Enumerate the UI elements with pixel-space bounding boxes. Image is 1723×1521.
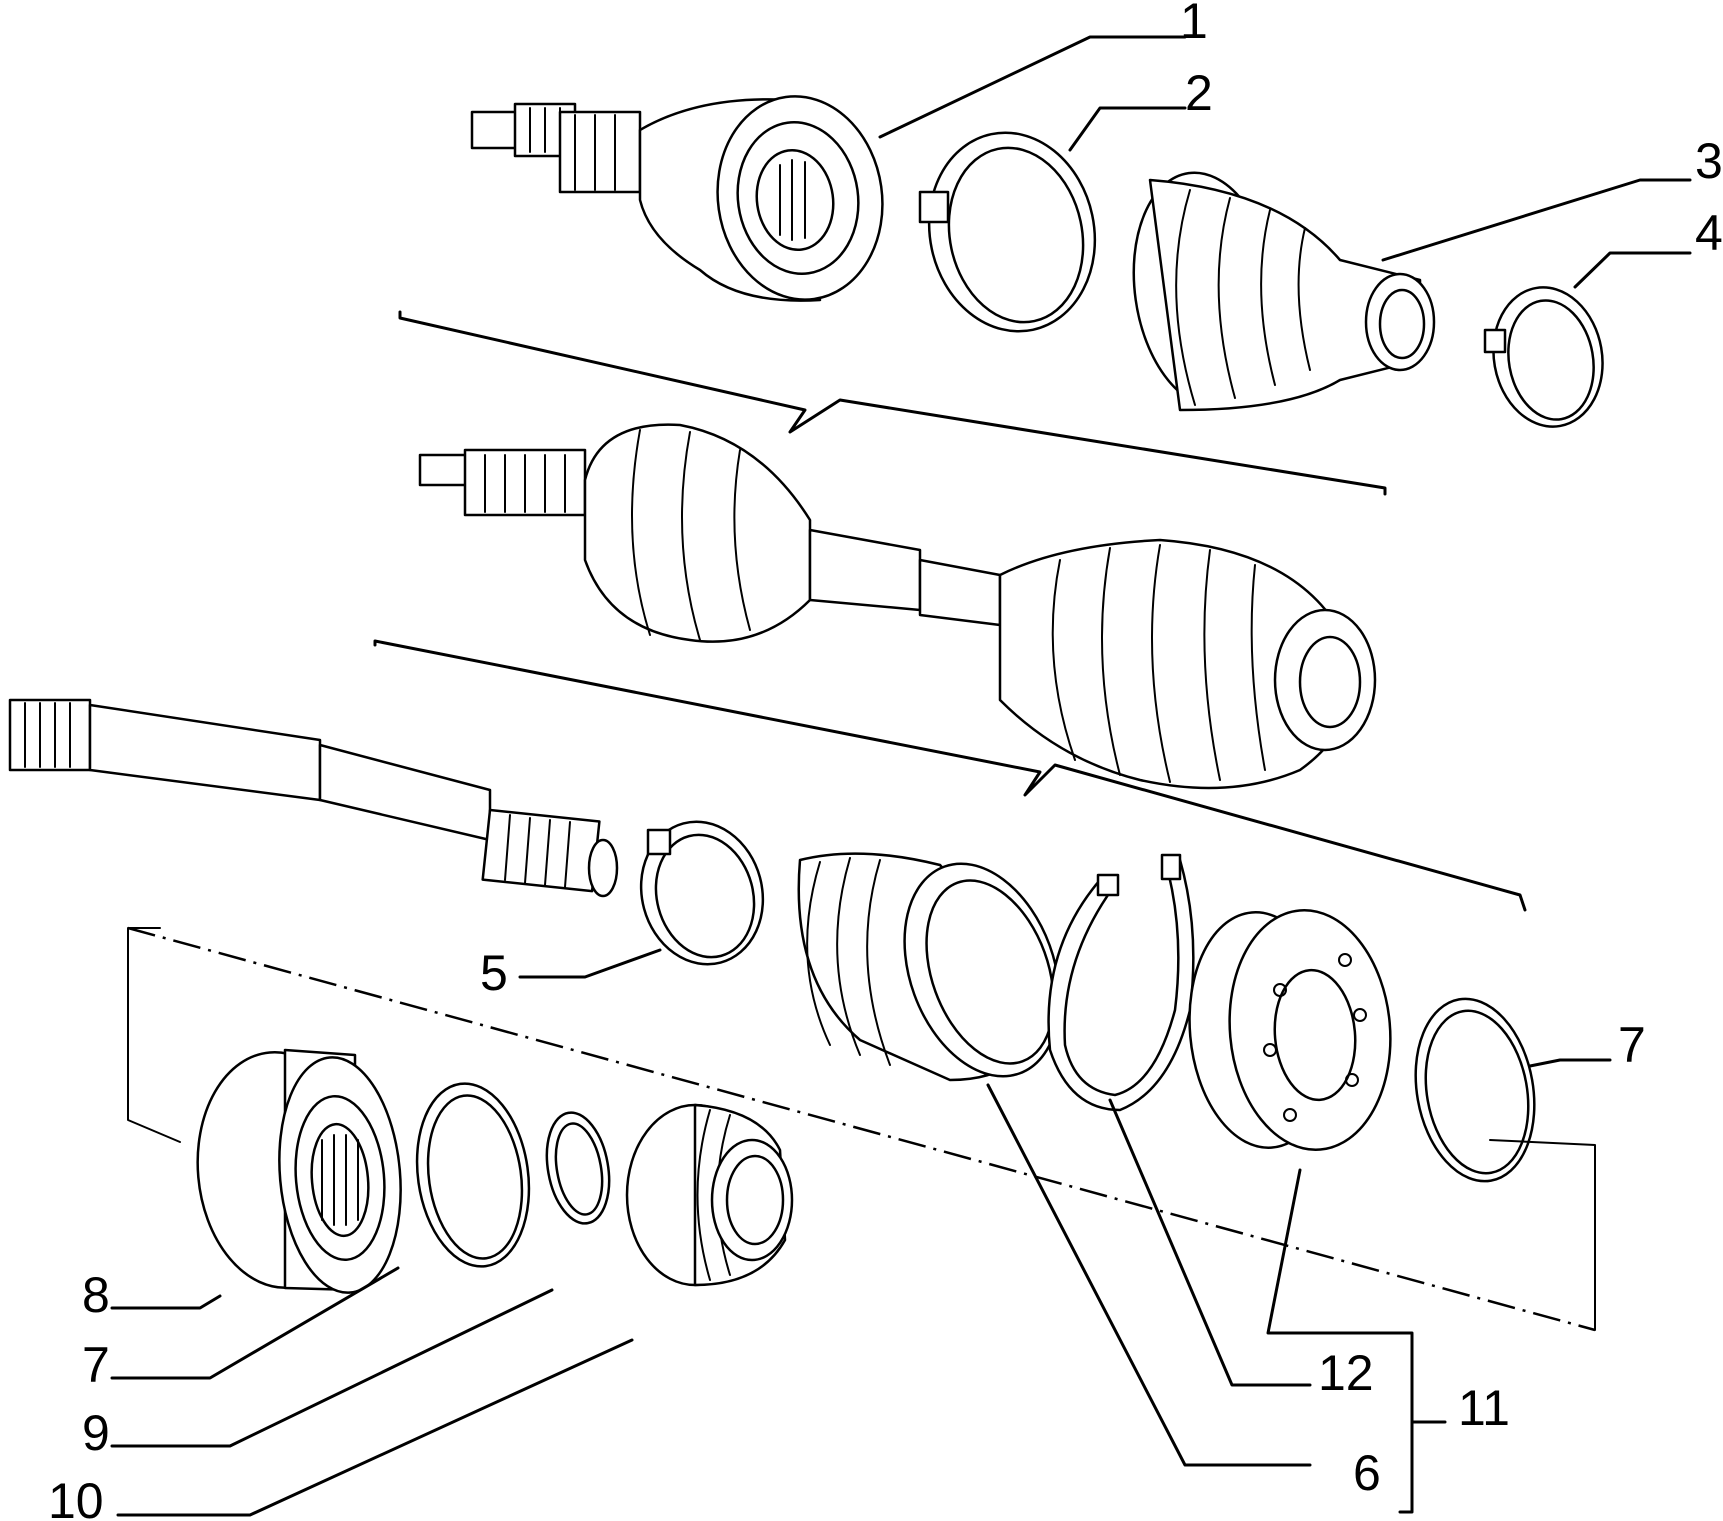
callout-4: 4 (1695, 205, 1723, 261)
leader-lines (110, 35, 1692, 1517)
clamp-ring-5 (639, 820, 765, 966)
group-bracket-top (398, 310, 1387, 496)
callout-1: 1 (1180, 0, 1208, 49)
complete-drive-shaft (418, 423, 1377, 790)
seal-ring-7-left (415, 1082, 531, 1268)
band-clamp-12 (1047, 853, 1195, 1112)
callout-7-left: 7 (82, 1337, 110, 1393)
boot-6 (797, 852, 1061, 1082)
callout-12: 12 (1318, 1345, 1374, 1401)
drive-shaft-bare (8, 698, 619, 898)
callout-11: 11 (1458, 1380, 1510, 1436)
callout-9: 9 (82, 1405, 110, 1461)
callout-7-right: 7 (1618, 1017, 1646, 1073)
group-bracket-middle (373, 639, 1527, 912)
outer-cv-joint (470, 95, 884, 302)
joint-housing-8 (196, 1048, 402, 1294)
callout-8: 8 (82, 1267, 110, 1323)
callout-2: 2 (1185, 65, 1213, 121)
group-bracket-right (1489, 1139, 1596, 1331)
callout-6: 6 (1353, 1445, 1381, 1501)
callout-5: 5 (480, 945, 508, 1001)
callout-3: 3 (1695, 133, 1723, 189)
seal-ring-7-right (1414, 997, 1536, 1183)
callout-10: 10 (48, 1473, 104, 1521)
circlip-9 (545, 1111, 611, 1225)
boot-3 (1132, 171, 1436, 412)
clamp-ring-2 (918, 131, 1097, 333)
flange-11 (1188, 909, 1392, 1151)
clamp-ring-4 (1483, 286, 1604, 428)
dust-boot-10 (625, 1103, 794, 1287)
group-bracket-left (127, 927, 181, 1143)
group-axis-line (127, 926, 1596, 1332)
